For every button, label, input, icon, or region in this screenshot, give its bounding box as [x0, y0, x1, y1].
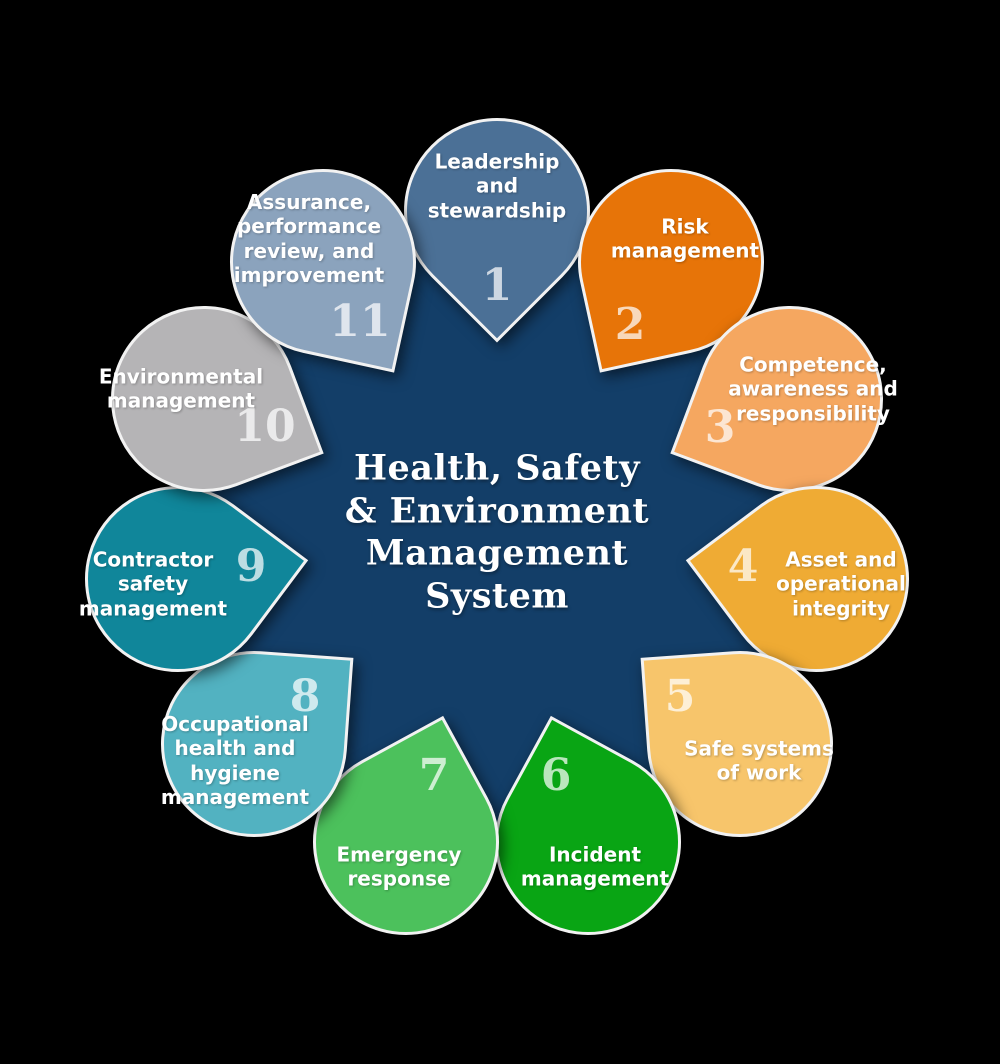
petal-label: Assurance, performance review, and impro… — [233, 190, 385, 288]
petal-label: Incident management — [520, 842, 670, 891]
petal-label: Environmental management — [98, 364, 264, 413]
petal-label: Emergency response — [336, 842, 462, 891]
petal-number: 10 — [234, 401, 296, 452]
petal-label: Occupational health and hygiene manageme… — [160, 712, 310, 810]
petal-number: 7 — [418, 750, 450, 801]
petal-label: Competence, awareness and responsibility — [728, 352, 898, 426]
petal-number: 1 — [481, 260, 513, 311]
petal-number: 6 — [540, 750, 572, 801]
petal-number: 9 — [235, 541, 267, 592]
petal-number: 2 — [614, 299, 646, 350]
petal-label: Asset and operational integrity — [776, 547, 906, 621]
petal-number: 3 — [704, 402, 736, 453]
petal-label: Risk management — [610, 214, 760, 263]
petal-label: Safe systems of work — [684, 736, 834, 785]
petal-number: 5 — [664, 671, 696, 722]
petal-number: 11 — [329, 296, 391, 347]
petal-label: Leadership and stewardship — [427, 149, 567, 223]
petal-number: 8 — [289, 671, 321, 722]
diagram-title: Health, Safety & Environment Management … — [344, 447, 650, 617]
petal-number: 4 — [727, 541, 759, 592]
petal-label: Contractor safety management — [78, 547, 228, 621]
